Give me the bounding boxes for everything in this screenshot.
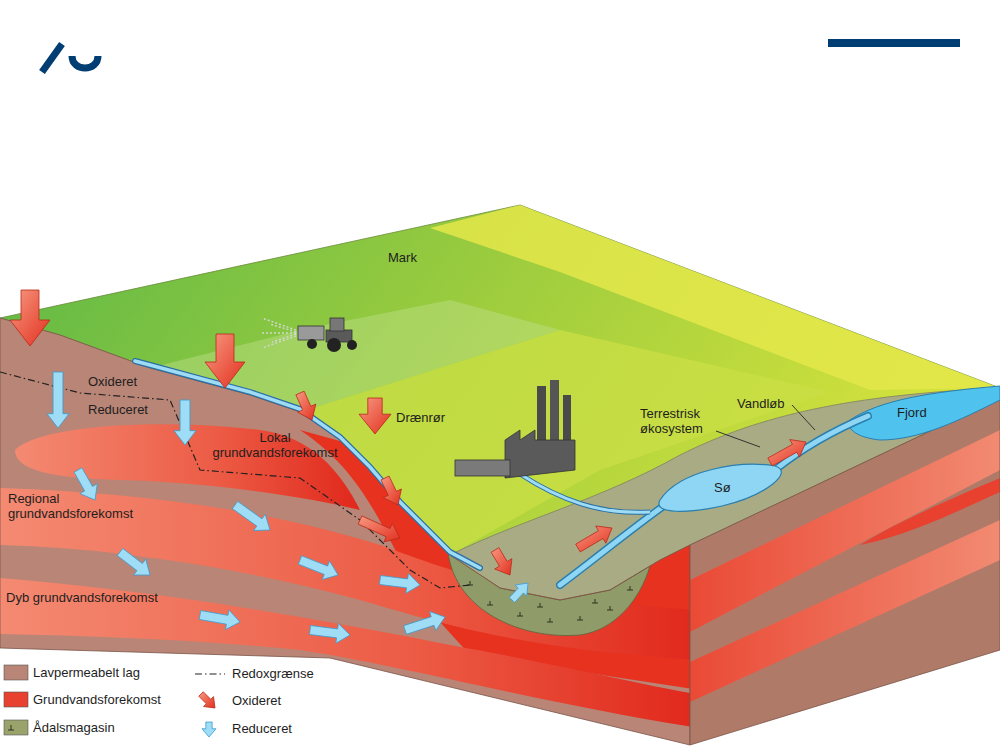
- reduced-flow-arrow: [509, 583, 528, 602]
- reservoir-symbol: [537, 603, 543, 607]
- leader-line: [792, 405, 815, 430]
- oxidized-flow-arrow: [296, 391, 316, 420]
- oxidized-flow-arrow: [358, 516, 400, 542]
- reduced-flow-arrow: [379, 573, 420, 593]
- wheel: [347, 340, 357, 350]
- chimney: [563, 395, 571, 445]
- logo-stroke: [72, 56, 98, 68]
- reservoir-symbol: [467, 581, 473, 585]
- map-label: Dyb grundvandsforekomst: [6, 590, 158, 605]
- deep-aquifer: [0, 578, 700, 728]
- map-label: Terrestrisk økosystem: [640, 406, 725, 436]
- legend-reduced-arrow: [202, 722, 216, 737]
- reduced-flow-arrow: [404, 612, 445, 635]
- reduced-flow-arrow: [199, 610, 240, 630]
- reservoir-symbols: [467, 581, 633, 622]
- reservoir-symbol: [547, 618, 553, 622]
- reservoir-symbol: [577, 616, 583, 620]
- map-label: Fjord: [897, 405, 927, 420]
- reduced-flow-arrow: [47, 372, 69, 428]
- legend-text: Grundvandsforekomst: [33, 692, 161, 708]
- reduced-flow-arrow: [117, 548, 150, 575]
- reservoir-symbol: [517, 612, 523, 616]
- oxidized-flow-arrow: [768, 440, 806, 466]
- reservoir-symbol: [487, 601, 493, 605]
- oxidized-flow-arrow: [10, 290, 50, 346]
- aquifer-band: [690, 520, 1000, 702]
- reservoir-symbol: [592, 599, 598, 603]
- legend-text: Ådalsmagasin: [33, 720, 115, 736]
- aquifer-lens: [860, 478, 1000, 545]
- map-label: Reduceret: [88, 402, 148, 417]
- map-label: Drænrør: [396, 410, 445, 425]
- reduced-flow-arrow: [174, 400, 196, 445]
- outlet-pipe-edge: [520, 474, 650, 512]
- factory-building: [505, 430, 575, 478]
- map-label: Mark: [388, 250, 417, 265]
- oxidized-flow-arrow: [205, 334, 245, 388]
- chimney: [550, 380, 559, 446]
- legend-text: Lavpermeabelt lag: [33, 665, 140, 681]
- legend-swatch: [4, 692, 28, 707]
- oxidized-flow-arrow: [381, 476, 401, 505]
- oxidized-flow-arrow: [359, 398, 391, 434]
- spray: [260, 318, 296, 348]
- stream: [560, 505, 665, 585]
- right-outline: [690, 398, 1000, 745]
- chimney: [537, 386, 546, 446]
- sprayer-tank: [298, 326, 324, 340]
- outlet-pipe: [520, 474, 650, 512]
- oxidized-flow-arrow: [491, 548, 512, 575]
- reservoir-symbol: [607, 606, 613, 610]
- redox-boundary: [0, 372, 470, 588]
- legend-text: Reduceret: [232, 721, 292, 737]
- fjord-water: [849, 386, 1000, 440]
- reduced-flow-arrow: [298, 556, 338, 580]
- legend-samples: [4, 665, 225, 737]
- front-outline: [0, 318, 690, 745]
- map-label: Vandløb: [737, 396, 784, 411]
- factory-annex: [455, 460, 510, 476]
- reduced-flow-arrow: [74, 468, 97, 500]
- drain-pipe: [135, 361, 480, 568]
- logo-stroke: [42, 44, 62, 72]
- lake: [659, 464, 781, 511]
- oxidized-flow-arrow: [576, 526, 612, 552]
- reduced-flow-arrow: [232, 501, 270, 530]
- wheel: [327, 338, 341, 352]
- aquifer-layers: [0, 424, 700, 728]
- header-bar: [828, 39, 960, 47]
- leader-line: [716, 431, 760, 447]
- map-label: Lokal grundvandsforekomst: [205, 430, 345, 460]
- right-face: [690, 398, 1000, 745]
- reservoir-symbol: [627, 586, 633, 590]
- reduced-flow-arrow: [309, 623, 350, 643]
- stream: [775, 416, 868, 470]
- map-label: Regional grundvandsforekomst: [8, 491, 148, 521]
- legend-text: Redoxgrænse: [232, 666, 314, 682]
- legend-line-sample: [195, 673, 225, 674]
- legend-symbol: [8, 725, 14, 730]
- legend-swatch: [4, 665, 28, 680]
- tractor: [260, 318, 357, 352]
- legend-oxidized-arrow: [199, 692, 215, 708]
- tractor-cab: [330, 318, 344, 331]
- map-label: Sø: [714, 480, 731, 495]
- drain-pipe-edge: [135, 361, 480, 568]
- stream-edge: [560, 505, 665, 585]
- stream-edge: [775, 416, 868, 470]
- legend-text: Oxideret: [232, 693, 281, 709]
- map-label: Oxideret: [88, 374, 137, 389]
- legend-swatch: [4, 720, 28, 735]
- wheel: [307, 339, 317, 349]
